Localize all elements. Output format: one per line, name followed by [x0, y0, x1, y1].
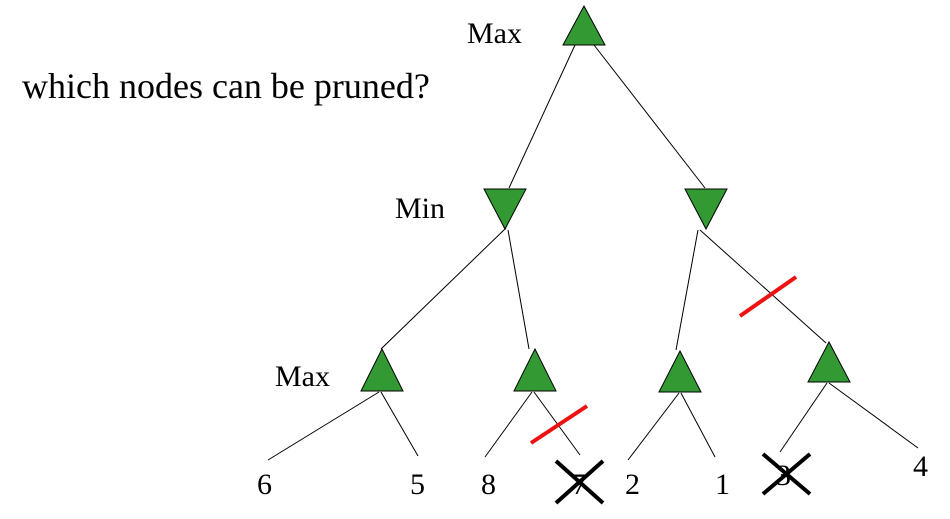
edge-max4-leaf-3: [779, 382, 828, 453]
edge-max3-leaf-2: [627, 392, 680, 461]
edge-root-min1: [508, 44, 576, 189]
leaf-value: 1: [715, 468, 730, 501]
leaf-value: 6: [257, 468, 272, 501]
edge-max3-leaf-1: [680, 392, 716, 458]
edge-min1-max2: [507, 229, 530, 350]
cross-mark-leaf-7: [554, 459, 605, 505]
edge-max2-leaf-8: [484, 391, 533, 458]
max-node-1: [360, 347, 404, 392]
root-max-node: [562, 4, 606, 46]
cut-mark-min2-max4: [738, 275, 798, 318]
max-node-4: [807, 340, 851, 383]
question-text: which nodes can be pruned?: [22, 66, 430, 106]
leaf-value: 5: [410, 468, 425, 501]
cut-mark-max2-leaf-7: [529, 404, 589, 445]
edge-max4-leaf-4: [828, 382, 919, 449]
edge-max1-leaf-5: [380, 391, 419, 457]
root-level-label: Max: [467, 17, 522, 50]
min-node-left: [483, 188, 527, 231]
max-node-3: [658, 349, 702, 393]
leaf-value: 2: [625, 468, 640, 501]
min-node-right: [684, 188, 728, 231]
prune-cut-marks: [529, 275, 798, 445]
max-node-2: [513, 347, 557, 392]
edge-min2-max3: [675, 229, 699, 351]
pruned-leaf-crosses: [554, 452, 812, 505]
edge-root-min2: [593, 44, 706, 189]
leaf-value: 8: [481, 468, 496, 501]
tree-nodes: [360, 4, 851, 393]
lower-max-level-label: Max: [275, 360, 330, 393]
edge-max1-leaf-6: [267, 391, 380, 461]
leaf-value: 4: [913, 450, 928, 483]
edge-min1-max1: [380, 227, 507, 350]
cross-mark-leaf-3: [761, 452, 812, 496]
edge-min2-max4: [699, 229, 827, 344]
tree-edges: [267, 44, 919, 461]
min-level-label: Min: [395, 192, 445, 225]
